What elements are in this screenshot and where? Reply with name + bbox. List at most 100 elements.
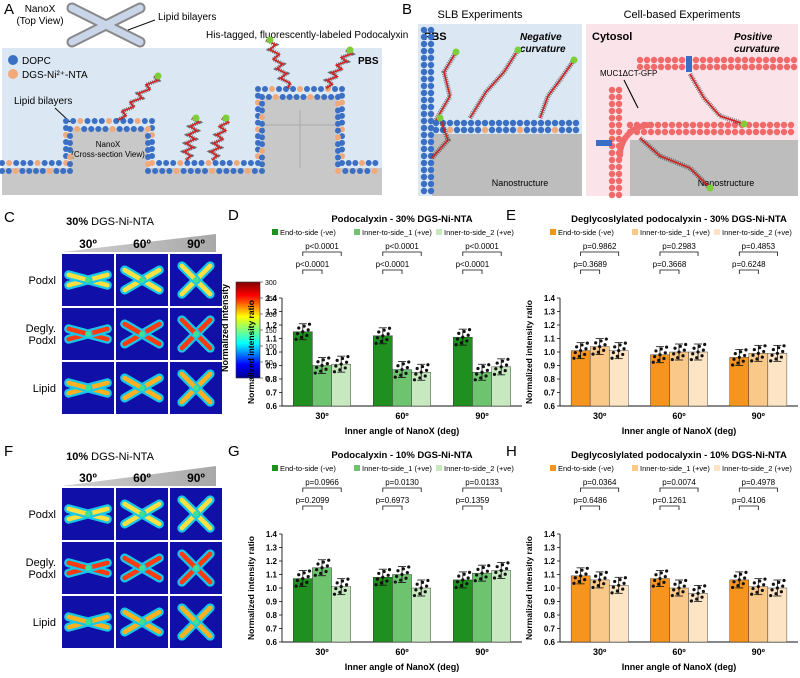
lipid-head [467,119,475,127]
y-tick-label: 1.1 [266,571,278,580]
lipid-head [710,128,718,136]
data-point [459,583,464,588]
lipid-head [41,160,48,166]
data-point [678,344,682,348]
lipid-head [88,126,95,132]
lipid-head [537,126,545,134]
data-point [340,579,345,583]
data-point [387,326,392,330]
data-point [415,582,419,586]
data-point [771,347,775,352]
data-point [758,579,762,583]
data-point [760,588,764,593]
lipid-head [0,160,5,166]
lipid-head [420,159,428,167]
lipid-head [335,161,341,168]
p-value: p<0.0001 [385,242,419,251]
data-point [506,561,510,565]
lipid-head [615,163,623,171]
data-point [751,586,755,591]
muc1-transmembrane [686,56,692,72]
bar [729,579,750,643]
data-point [622,347,626,351]
lipid-head [427,61,435,69]
heat-center [193,385,199,391]
lipid-head [420,117,428,125]
lipid-head [134,118,141,124]
lipid-head [427,82,435,90]
angle-label: 90º [187,237,205,251]
heat-center [139,277,145,283]
lipid-head [145,147,151,153]
lipid-head [755,56,763,64]
p-bracket [738,269,759,274]
lipid-head [159,168,166,174]
data-point [584,572,588,576]
data-point [677,586,681,590]
y-tick-label: 0.8 [266,375,278,384]
panel-letter-d: D [228,207,239,224]
data-point [676,592,680,596]
data-point [651,584,655,588]
lipid-head [304,86,310,92]
data-point [769,359,773,363]
y-tick-label: 1.4 [544,530,556,539]
data-point [602,348,606,352]
data-point [670,593,674,598]
p-value: p=0.2983 [662,242,696,251]
data-point [583,578,587,582]
y-tick-label: 1.1 [266,335,278,344]
legend-label: End-to-side (-ve) [558,228,614,237]
lipid-head [332,86,338,92]
lipid-head [481,126,489,134]
x-tick-label: 60º [395,411,409,421]
y-axis-label: Normalized intensity ratio [246,300,256,404]
lipid-head [27,160,34,166]
data-point [651,360,655,364]
p-bracket [580,487,620,492]
data-point [741,359,745,363]
lipid-head [671,56,679,64]
p-value: p<0.0001 [305,242,339,251]
lipid-head [39,168,46,174]
lipid-head [692,56,700,64]
y-tick-label: 0.8 [266,611,278,620]
data-point [653,578,657,583]
lipid-head [74,126,81,132]
panel-letter-g: G [228,443,240,460]
data-point [503,572,507,576]
data-point [752,581,756,585]
lipid-head [247,160,254,166]
data-point [344,360,349,364]
data-point [466,333,470,337]
lipid-head [427,33,435,41]
fluorophore-star [192,114,200,122]
lipid-head [703,128,711,136]
lipid-head [558,119,566,127]
fluorophore-star [266,36,274,44]
lipid-head [335,154,341,161]
data-point [302,571,306,575]
data-point [756,351,760,355]
lipid-head [738,128,746,136]
y-tick-label: 1.4 [266,530,278,539]
lipid-head [615,93,623,101]
y-tick-label: 0.8 [544,611,556,620]
data-point [299,582,304,586]
lipid-head [516,126,524,134]
data-point [677,350,681,354]
data-point [465,582,469,586]
data-point [395,369,399,374]
lipid-head [177,160,184,166]
slb-title: SLB Experiments [438,9,523,21]
p-value: p=0.4978 [742,478,776,487]
lipid-head [67,168,73,174]
fluorophore-star [436,114,444,122]
lipid-head [106,118,112,124]
data-point [701,589,705,594]
heat-center [193,277,199,283]
lipid-head [558,126,566,134]
lipid-head [342,168,349,174]
data-point [379,339,384,344]
